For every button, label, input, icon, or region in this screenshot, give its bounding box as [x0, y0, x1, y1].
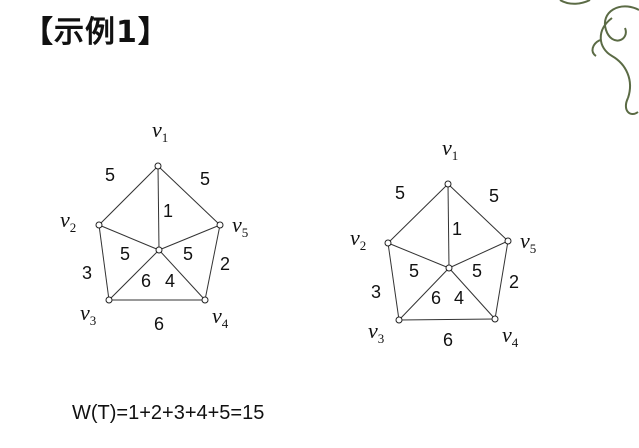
edge-weight-v3-v4: 6 [443, 330, 453, 350]
edge-v1-v5 [447, 183, 509, 242]
edge-v3-center [398, 267, 450, 321]
vertex-center [155, 246, 163, 254]
vertex-v4 [491, 315, 499, 323]
vertex-label-v3: v3 [368, 318, 384, 346]
edge-v2-v3 [387, 242, 400, 321]
vertex-label-v2: v2 [60, 207, 76, 235]
edge-weight-v4-center: 4 [454, 288, 464, 308]
vertex-v4 [201, 296, 209, 304]
vertex-v5 [504, 237, 512, 245]
edge-v5-center [448, 240, 509, 269]
vertex-center [445, 264, 453, 272]
edge-weight-v1-v5: 5 [489, 186, 499, 206]
edge-weight-v5-center: 5 [472, 261, 482, 281]
edge-weight-v1-v5: 5 [200, 169, 210, 189]
tree-weight-formula: W(T)=1+2+3+4+5=15 [72, 402, 265, 424]
edge-weight-v5-center: 5 [183, 244, 193, 264]
vine-ornament-icon [559, 0, 639, 116]
vertex-v1 [154, 162, 162, 170]
edge-weight-v3-center: 6 [431, 288, 441, 308]
edge-v2-center [98, 224, 160, 251]
vertex-v2 [95, 221, 103, 229]
edge-weight-v2-center: 5 [120, 244, 130, 264]
edge-v1-center [447, 183, 450, 269]
vertex-label-v2: v2 [350, 225, 366, 253]
edge-v4-center [158, 249, 206, 301]
edge-weight-v5-v4: 2 [220, 254, 230, 274]
edge-v5-center [158, 224, 221, 251]
vertex-v3 [395, 316, 403, 324]
edge-weight-v3-v4: 6 [154, 314, 164, 334]
edge-v3-v4 [398, 318, 496, 321]
edge-weight-v1-center: 1 [163, 201, 173, 221]
edge-weight-v1-center: 1 [452, 219, 462, 239]
vertex-v2 [384, 239, 392, 247]
vertex-v1 [444, 180, 452, 188]
edge-weight-v2-v3: 3 [82, 263, 92, 283]
edge-v5-v4 [494, 240, 509, 320]
edge-weight-v2-center: 5 [409, 261, 419, 281]
edge-v3-center [108, 249, 160, 301]
edge-weight-v1-v2: 5 [105, 165, 115, 185]
vertex-label-v1: v1 [442, 135, 458, 163]
edge-weight-v3-center: 6 [141, 271, 151, 291]
slide-title: 【示例1】 [23, 15, 169, 50]
edge-v1-v2 [98, 165, 159, 226]
vertex-v3 [105, 296, 113, 304]
edge-weight-v5-v4: 2 [509, 272, 519, 292]
edge-v1-v2 [387, 183, 449, 244]
vertex-v5 [216, 221, 224, 229]
edge-weight-v1-v2: 5 [395, 183, 405, 203]
edge-v2-center [387, 242, 450, 269]
vertex-label-v4: v4 [502, 322, 519, 350]
edge-v1-v5 [157, 165, 221, 226]
edge-weight-v4-center: 4 [165, 271, 175, 291]
edge-v2-v3 [98, 224, 110, 301]
edge-v1-center [157, 165, 160, 251]
vertex-label-v5: v5 [232, 212, 248, 240]
vertex-label-v1: v1 [152, 117, 168, 145]
edge-weight-v2-v3: 3 [371, 282, 381, 302]
edge-v5-v4 [204, 224, 221, 301]
vertex-label-v5: v5 [520, 228, 536, 256]
vertex-label-v4: v4 [212, 303, 229, 331]
vertex-label-v3: v3 [80, 300, 96, 328]
edge-v4-center [448, 267, 496, 320]
